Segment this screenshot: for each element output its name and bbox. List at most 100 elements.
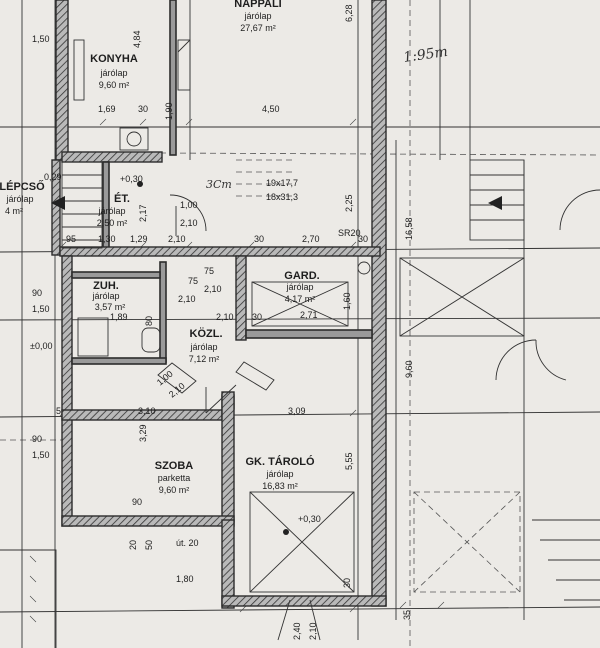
dim-label: 4,84	[132, 30, 142, 48]
level-label: +0,30	[298, 514, 321, 524]
room-floor: járólap	[265, 469, 293, 479]
room-tarolo: GK. TÁROLÓ járólap 16,83 m²	[245, 455, 314, 491]
room-area: 3,57 m²	[95, 302, 126, 312]
room-et: ÉT. járólap 2,50 m²	[97, 192, 130, 228]
dim-label: 75	[204, 266, 214, 276]
dim-label: 1,60	[342, 292, 352, 310]
dim-label: 5	[56, 406, 61, 416]
room-floor: járólap	[91, 291, 119, 301]
dim-label: 3,10	[138, 406, 156, 416]
dim-label: 2,10	[204, 284, 222, 294]
room-floor: járólap	[5, 194, 33, 204]
room-area: 16,83 m²	[262, 481, 298, 491]
handwritten-notes: 1:95m 3Cm	[206, 44, 449, 191]
level-marks: +0,30 +0,30 ±0,00	[30, 174, 321, 524]
dim-label: 5,55	[344, 452, 354, 470]
dim-label: 20	[128, 540, 138, 550]
room-kozl: KÖZL. járólap 7,12 m²	[189, 327, 223, 364]
dim-label: 1,90	[164, 102, 174, 120]
level-label: ±0,00	[30, 341, 52, 351]
storage-x-markings	[249, 257, 525, 593]
dim-label: 2,10	[216, 312, 234, 322]
dim-label: 90	[32, 434, 42, 444]
room-floor: járólap	[97, 206, 125, 216]
handwritten-note: 3Cm	[206, 178, 232, 191]
stair-steps-label: 18x31,3	[266, 192, 298, 202]
neighbour-structures	[0, 519, 600, 648]
dim-label: 30	[342, 578, 352, 588]
room-gard: GARD. járólap 4,17 m²	[284, 270, 319, 304]
room-floor: parketta	[158, 473, 191, 483]
room-area: 9,60 m²	[159, 485, 190, 495]
dim-label: 2,10	[180, 218, 198, 228]
dim-label: 2,25	[344, 194, 354, 212]
dim-label: 16,58	[404, 217, 414, 240]
dim-label: 90	[132, 497, 142, 507]
dim-label: 30	[358, 234, 368, 244]
dim-label: 1,80	[176, 574, 194, 584]
room-name: ÉT.	[114, 192, 130, 205]
dim-label: 2,10	[168, 234, 186, 244]
room-floor: járólap	[189, 342, 217, 352]
room-area: 4 m²	[5, 206, 23, 216]
staircase	[51, 159, 525, 249]
room-nappali: NAPPALI járólap 27,67 m²	[234, 0, 281, 33]
stair-steps-label: 19x17,7	[266, 178, 298, 188]
room-area: 2,50 m²	[97, 218, 128, 228]
dim-label: 75	[188, 276, 198, 286]
room-zuh: ZUH. járólap 3,57 m²	[91, 280, 125, 312]
room-area: 7,12 m²	[189, 354, 220, 364]
dim-label: 50	[144, 540, 154, 550]
dim-label: 2,70	[302, 234, 320, 244]
dim-label: 2,17	[138, 204, 148, 222]
dim-label: 2,10	[308, 622, 318, 640]
dim-label: 6,28	[344, 4, 354, 22]
fixtures	[73, 39, 371, 535]
dim-label: 2,10	[178, 294, 196, 304]
room-name: GK. TÁROLÓ	[245, 455, 314, 468]
room-name: SZOBA	[155, 460, 194, 472]
room-name: LÉPCSŐ	[0, 180, 45, 193]
dim-label: 0,29	[44, 172, 62, 182]
room-floor: járólap	[99, 68, 127, 78]
dim-label: 2,71	[300, 310, 318, 320]
room-name: ZUH.	[93, 280, 119, 292]
room-name: NAPPALI	[234, 0, 281, 10]
handwritten-scale: 1:95m	[402, 44, 449, 66]
level-label: +0,30	[120, 174, 143, 184]
room-area: 4,17 m²	[285, 294, 316, 304]
room-area: 27,67 m²	[240, 23, 276, 33]
dim-label: 35	[402, 610, 412, 620]
room-name: KÖZL.	[190, 327, 223, 340]
stair-annotations: 19x17,7 18x31,3 SR20 út. 20	[176, 178, 361, 548]
room-floor: járólap	[243, 11, 271, 21]
room-lepcso: LÉPCSŐ járólap 4 m²	[0, 180, 45, 216]
dim-label: 1,69	[98, 104, 116, 114]
dim-label: 4,50	[262, 104, 280, 114]
doors	[157, 189, 600, 641]
room-konyha: KONYHA járólap 9,60 m²	[90, 53, 138, 90]
dim-label: 30	[138, 104, 148, 114]
room-floor: járólap	[285, 282, 313, 292]
stair-sr-label: SR20	[338, 228, 361, 238]
dim-label: 1,50	[32, 34, 50, 44]
dim-label: 1,30	[98, 234, 116, 244]
room-area: 9,60 m²	[99, 80, 130, 90]
dim-label: 1,89	[110, 312, 128, 322]
dim-label: 30	[252, 312, 262, 322]
dim-label: 90	[32, 288, 42, 298]
room-szoba: SZOBA parketta 9,60 m²	[155, 460, 194, 495]
dim-label: 1,50	[32, 304, 50, 314]
stair-ut-label: út. 20	[176, 538, 199, 548]
dim-label: 1,00	[180, 200, 198, 210]
room-name: GARD.	[284, 270, 319, 282]
dim-label: 2,40	[292, 622, 302, 640]
dim-label: 3,29	[138, 424, 148, 442]
dim-label: 3,09	[288, 406, 306, 416]
dim-label: 1,00	[155, 369, 175, 388]
dim-label: 9,60	[404, 360, 414, 378]
room-name: KONYHA	[90, 53, 138, 65]
dim-label: 80	[144, 316, 154, 326]
